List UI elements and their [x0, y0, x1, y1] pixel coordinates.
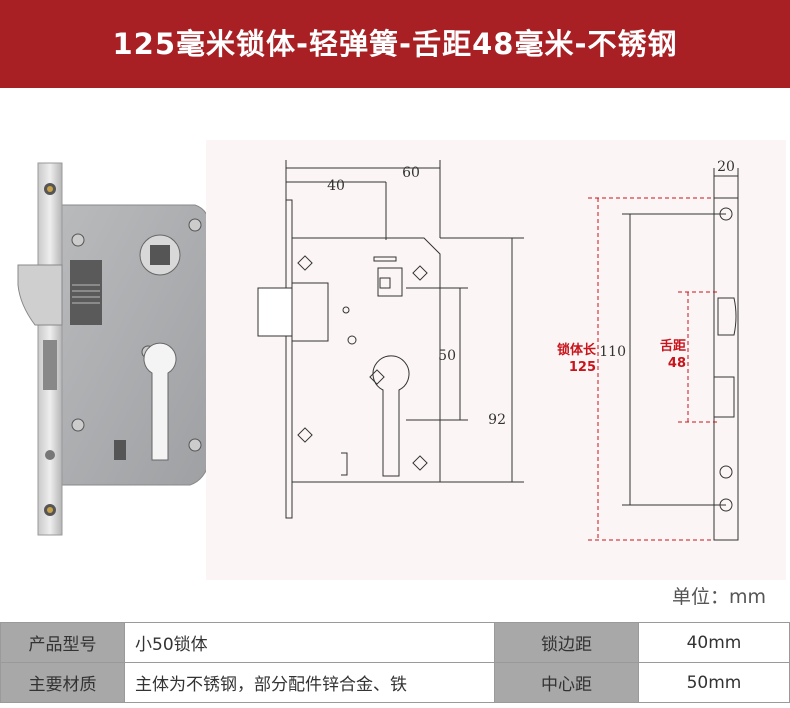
spec-table: 产品型号 小50锁体 锁边距 40mm 主要材质 主体为不锈钢，部分配件锌合金、…	[0, 622, 790, 703]
material-label: 主要材质	[0, 662, 125, 703]
dim-92-label: 92	[488, 412, 506, 428]
dim-60-label: 60	[402, 165, 420, 181]
dimension-diagram: 60 40 50 92 20 110 锁体长 125 舌距 48	[257, 159, 739, 541]
dim-20-label: 20	[717, 159, 735, 175]
center-distance-label: 中心距	[494, 662, 639, 703]
backset-label: 锁边距	[494, 622, 639, 663]
lock-body-photo	[17, 162, 211, 536]
material-value: 主体为不锈钢，部分配件锌合金、铁	[124, 662, 495, 703]
banner-divider	[0, 88, 790, 90]
model-value: 小50锁体	[124, 622, 495, 663]
technical-drawing: 60 40 50 92 20 110 锁体长 125 舌距 48	[206, 140, 786, 580]
center-distance-value: 50mm	[638, 662, 790, 703]
backset-value: 40mm	[638, 622, 790, 663]
unit-note: 单位：mm	[671, 586, 766, 608]
dim-40-label: 40	[327, 178, 345, 194]
page-title: 125毫米锁体-轻弹簧-舌距48毫米-不锈钢	[112, 27, 678, 61]
tongue-distance-value: 48	[668, 356, 686, 371]
table-row: 产品型号 小50锁体 锁边距 40mm	[0, 622, 790, 663]
model-label: 产品型号	[0, 622, 125, 663]
tongue-distance-label: 舌距	[660, 338, 686, 354]
dim-50-label: 50	[438, 348, 456, 364]
dim-110-label: 110	[599, 344, 626, 360]
body-length-value: 125	[569, 360, 596, 375]
body-length-label: 锁体长	[557, 342, 597, 358]
title-banner	[0, 0, 790, 88]
table-row: 主要材质 主体为不锈钢，部分配件锌合金、铁 中心距 50mm	[0, 662, 790, 703]
